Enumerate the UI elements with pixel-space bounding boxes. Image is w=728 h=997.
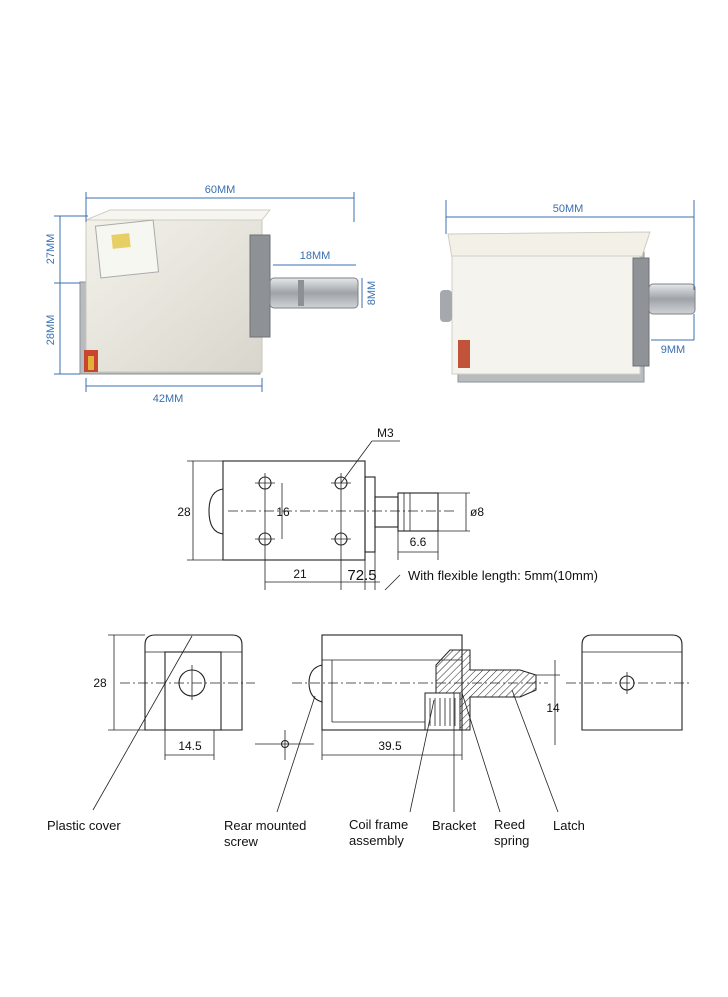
plunger-9mm-label: 9MM bbox=[661, 344, 685, 356]
sticker-logo bbox=[111, 233, 131, 249]
housing-top-face bbox=[447, 231, 651, 259]
plunger bbox=[648, 283, 696, 315]
slot-outline bbox=[164, 651, 222, 731]
label-coil-frame: Coil frame bbox=[349, 817, 408, 832]
label-screw: screw bbox=[224, 834, 259, 849]
plunger-8mm-label: 8MM bbox=[366, 281, 378, 305]
m3-thread-label: M3 bbox=[377, 426, 394, 440]
lead-wire-yellow bbox=[88, 356, 94, 370]
latch-section-hatched bbox=[435, 649, 537, 731]
rear-screw-head bbox=[308, 664, 323, 703]
end-plate bbox=[632, 257, 650, 367]
latch-14-label: 14 bbox=[546, 701, 560, 715]
coil-winding bbox=[429, 698, 456, 726]
photo-end-view: 50MM 9MM bbox=[440, 200, 696, 383]
right-end-outline bbox=[581, 634, 683, 731]
height-27mm-label: 27MM bbox=[45, 234, 57, 265]
plastic-housing bbox=[451, 255, 641, 375]
drawing-bottom-row: 28 14.5 39.5 14 bbox=[47, 634, 690, 849]
stroke-6.6-label: 6.6 bbox=[410, 535, 427, 549]
label-plastic-cover: Plastic cover bbox=[47, 818, 121, 833]
leader-rear-screw bbox=[276, 695, 316, 813]
leader-reed-spring bbox=[461, 692, 501, 813]
offset-21-label: 21 bbox=[293, 567, 307, 581]
diameter-8-label: ø8 bbox=[470, 505, 484, 519]
left-end-outline bbox=[144, 634, 243, 731]
hole-spacing-16-label: 16 bbox=[276, 505, 290, 519]
flexible-length-note: With flexible length: 5mm(10mm) bbox=[408, 568, 598, 583]
lead-wires bbox=[458, 340, 470, 368]
base-42mm-label: 42MM bbox=[153, 393, 184, 405]
rear-screw bbox=[440, 290, 452, 322]
body-outline bbox=[222, 460, 366, 561]
slot-14.5-label: 14.5 bbox=[178, 739, 202, 753]
label-spring: spring bbox=[494, 833, 529, 848]
label-reed: Reed bbox=[494, 817, 525, 832]
end-plate bbox=[364, 476, 376, 553]
drawing-top-view: M3 28 16 ø8 6.6 21 72.5 With flexible le… bbox=[177, 426, 598, 591]
width-50mm-label: 50MM bbox=[553, 203, 584, 215]
plunger-18mm-label: 18MM bbox=[300, 250, 331, 262]
plunger-base bbox=[374, 496, 399, 528]
rear-screw-head bbox=[208, 488, 224, 535]
height-28-label: 28 bbox=[177, 505, 191, 519]
width-60mm-label: 60MM bbox=[205, 184, 236, 196]
leader-plastic-cover bbox=[92, 635, 193, 811]
height-28mm-label: 28MM bbox=[45, 315, 57, 346]
photo-side-view: 60MM 27MM 28MM 18MM 8MM 42MM bbox=[45, 184, 378, 405]
plunger-body bbox=[397, 492, 439, 532]
label-assembly: assembly bbox=[349, 833, 404, 848]
end-plate bbox=[249, 234, 271, 338]
label-bracket: Bracket bbox=[432, 818, 476, 833]
label-rear-mounted: Rear mounted bbox=[224, 818, 306, 833]
plunger-groove bbox=[298, 280, 304, 306]
leader-coil-frame bbox=[409, 699, 435, 813]
plate-72.5-label: 72.5 bbox=[347, 567, 376, 584]
housing-top-face bbox=[85, 209, 272, 221]
label-latch: Latch bbox=[553, 818, 585, 833]
product-label-sticker bbox=[94, 219, 160, 279]
plunger bbox=[269, 277, 359, 309]
length-39.5-label: 39.5 bbox=[378, 739, 402, 753]
m3-leader bbox=[340, 440, 373, 484]
note-leader bbox=[384, 574, 401, 591]
height-28-label: 28 bbox=[93, 676, 107, 690]
leader-latch bbox=[511, 689, 559, 813]
